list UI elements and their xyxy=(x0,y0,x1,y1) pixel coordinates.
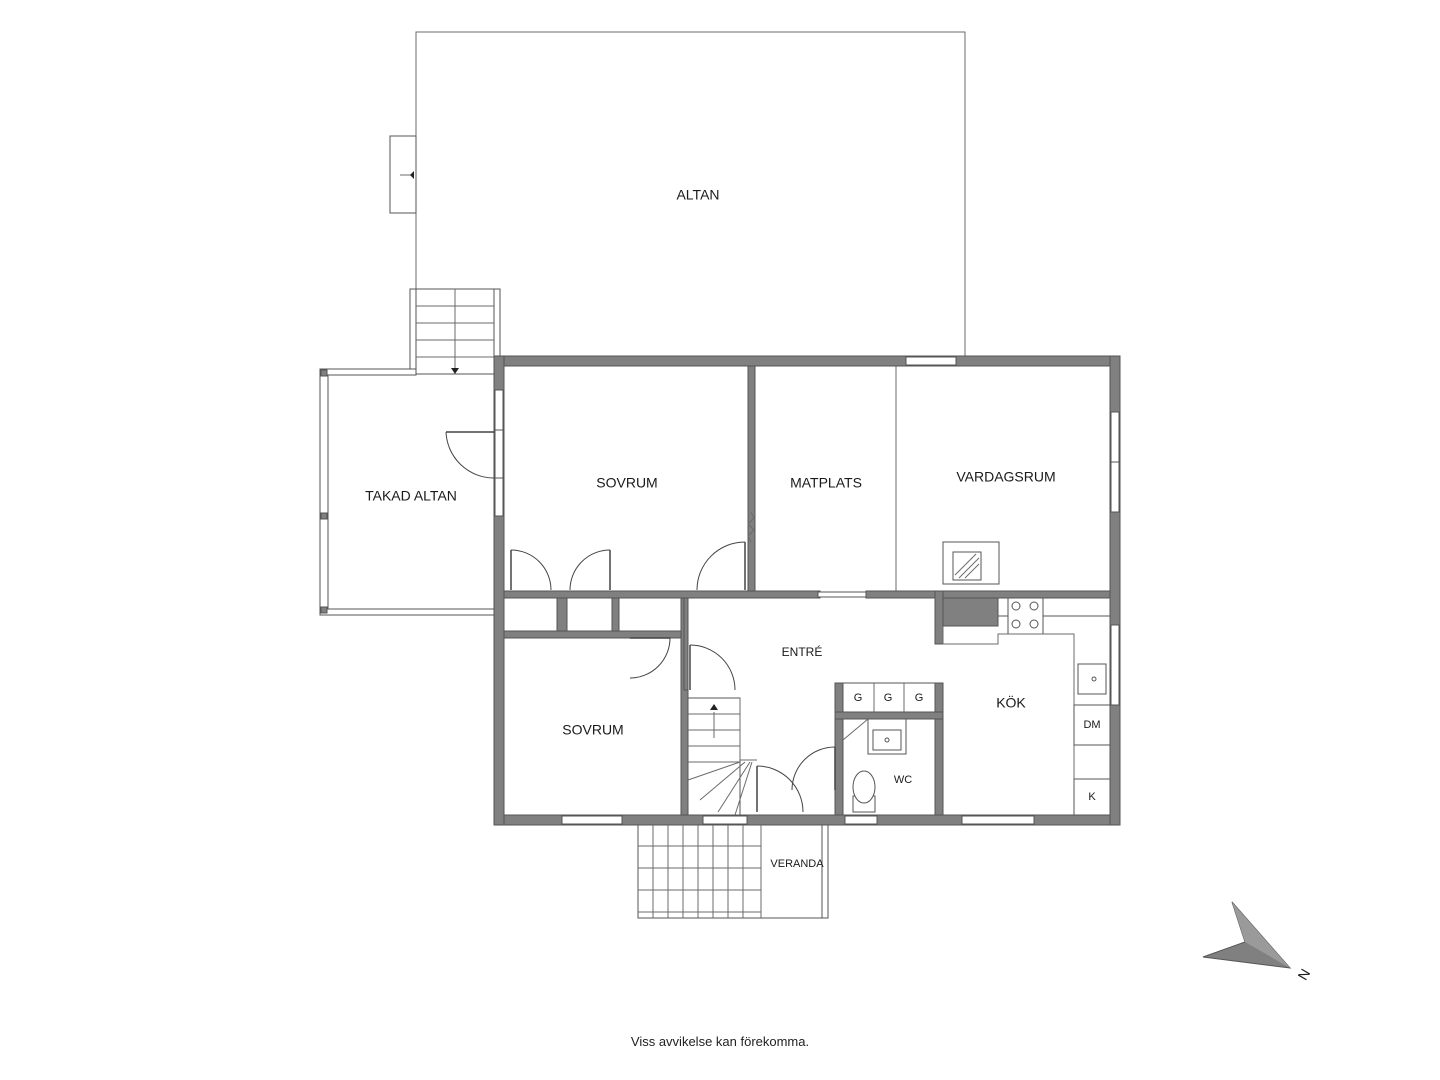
label-g3: G xyxy=(915,692,924,704)
altan-deck xyxy=(389,31,966,358)
kitchen-fixtures xyxy=(942,597,1111,816)
label-vardagsrum: VARDAGSRUM xyxy=(956,469,1055,485)
label-dishwasher: DM xyxy=(1083,719,1100,731)
label-takad-altan: TAKAD ALTAN xyxy=(365,488,457,504)
compass-north-label: N xyxy=(1294,966,1313,983)
wardrobes xyxy=(842,682,936,713)
label-fridge: K xyxy=(1088,791,1096,803)
fireplace xyxy=(942,541,1000,585)
veranda-stairs xyxy=(637,824,829,919)
label-g1: G xyxy=(854,692,863,704)
label-wc: WC xyxy=(894,774,912,786)
label-altan: ALTAN xyxy=(676,187,719,203)
label-veranda: VERANDA xyxy=(770,858,824,870)
windows xyxy=(494,356,1120,825)
interior-stairs xyxy=(687,697,757,816)
interior-walls xyxy=(503,365,1111,816)
label-g2: G xyxy=(884,692,893,704)
compass-icon xyxy=(1202,901,1292,969)
label-entre: ENTRÉ xyxy=(782,644,823,659)
label-kok: KÖK xyxy=(996,694,1026,711)
label-matplats: MATPLATS xyxy=(790,475,862,491)
label-sovrum-1: SOVRUM xyxy=(596,475,657,491)
outer-walls xyxy=(493,355,1121,826)
label-sovrum-2: SOVRUM xyxy=(562,722,623,738)
room-labels: ALTAN TAKAD ALTAN SOVRUM MATPLATS VARDAG… xyxy=(365,187,1313,983)
disclaimer-text: Viss avvikelse kan förekomma. xyxy=(630,1034,810,1049)
altan-stairs xyxy=(409,288,501,375)
wc-fixtures xyxy=(842,718,907,813)
